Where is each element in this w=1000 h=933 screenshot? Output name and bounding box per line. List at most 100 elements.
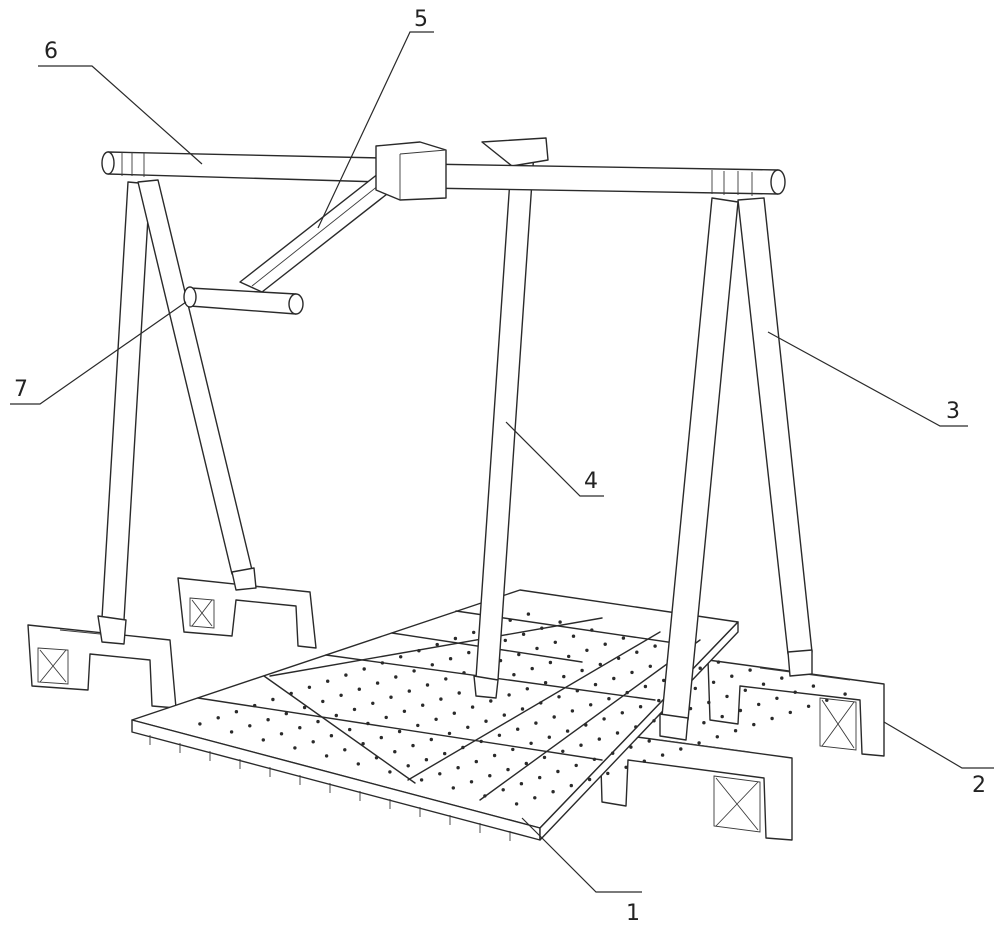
mat-hole	[569, 783, 573, 788]
mat-hole	[634, 725, 638, 729]
mat-hole	[780, 676, 784, 680]
leg-right-front	[659, 197, 739, 741]
mat-hole	[662, 678, 666, 683]
base-foot-front-right	[599, 731, 793, 841]
mat-hole	[411, 743, 415, 748]
mat-hole	[469, 780, 474, 784]
mat-hole	[229, 730, 234, 734]
mat-hole	[424, 758, 429, 762]
mat-hole	[748, 668, 752, 672]
mat-hole	[366, 721, 370, 726]
mat-hole	[479, 739, 483, 744]
mat-hole	[653, 644, 657, 648]
mat-hole	[565, 729, 570, 733]
mat-hole	[806, 704, 811, 708]
mat-hole	[607, 697, 611, 701]
mat-hole	[587, 777, 592, 782]
mat-hole	[362, 667, 366, 671]
reference-labels: 6 5 7 3 4 2 1	[14, 7, 986, 926]
mat-hole	[271, 697, 275, 702]
mat-hole	[443, 751, 447, 756]
mat-hole	[551, 790, 555, 794]
mat-hole	[575, 689, 579, 693]
mat-hole	[474, 759, 478, 764]
mat-hole	[529, 741, 533, 745]
mat-holes	[198, 612, 847, 806]
mat-hole	[579, 743, 583, 747]
mat-hole	[733, 729, 738, 733]
mat-hole	[374, 756, 379, 760]
mat-hole	[397, 729, 402, 734]
mat-hole	[638, 705, 643, 709]
mat-hole	[311, 740, 315, 744]
mat-hole	[517, 652, 521, 657]
mat-hole	[375, 681, 380, 685]
mat-hole	[657, 698, 661, 703]
mat-hole	[516, 727, 520, 731]
mat-hole	[539, 701, 543, 705]
label-2: 2	[972, 773, 986, 798]
mat-hole	[590, 628, 594, 632]
mat-hole	[344, 673, 348, 677]
mat-hole	[574, 763, 578, 768]
mat-hole	[580, 668, 584, 673]
mat-hole	[520, 707, 525, 711]
mat-hole	[519, 782, 524, 786]
mat-hole	[584, 723, 588, 727]
mat-hole	[697, 741, 701, 745]
mat-hole	[621, 636, 626, 640]
mat-hole	[472, 630, 476, 635]
label-4: 4	[584, 469, 598, 494]
mat-hole	[535, 646, 539, 651]
mat-hole	[343, 748, 347, 752]
mat-hole	[492, 753, 497, 758]
mat-hole	[406, 764, 410, 768]
mat-hole	[438, 772, 442, 776]
label-3: 3	[946, 399, 960, 424]
mat-hole	[457, 691, 461, 695]
mat-hole	[825, 698, 829, 702]
label-5: 5	[414, 7, 428, 32]
mat-hole	[470, 705, 475, 709]
mat-hole	[524, 761, 528, 766]
mat-hole	[393, 750, 397, 754]
mat-hole	[843, 692, 847, 696]
label-1: 1	[626, 901, 640, 926]
mat-hole	[542, 755, 547, 760]
mat-hole	[526, 612, 531, 616]
mat-hole	[467, 650, 471, 655]
mat-hole	[793, 690, 797, 694]
mat-hole	[289, 691, 293, 696]
label-6: 6	[44, 39, 58, 64]
mat-hole	[738, 708, 743, 713]
mat-hole	[371, 701, 375, 705]
mat-hole	[394, 675, 398, 679]
mat-hole	[547, 735, 551, 739]
mat-hole	[652, 719, 656, 723]
mat-hole	[501, 788, 505, 792]
mat-hole	[447, 731, 452, 736]
mat-hole	[298, 726, 302, 730]
mat-hole	[430, 663, 434, 667]
mat-hole	[635, 650, 639, 654]
mat-hole	[567, 654, 571, 659]
mat-hole	[553, 640, 557, 644]
mat-hole	[388, 770, 392, 774]
mat-hole	[352, 707, 357, 712]
mat-hole	[412, 669, 416, 673]
mat-hole	[503, 638, 507, 643]
mat-hole	[525, 687, 529, 691]
mat-hole	[643, 684, 648, 689]
mat-hole	[484, 719, 488, 723]
mat-hole	[512, 673, 516, 677]
center-block	[375, 141, 447, 201]
mat-hole	[743, 688, 747, 692]
mat-hole	[380, 661, 385, 665]
mat-hole	[752, 722, 756, 727]
mat-hole	[648, 664, 652, 668]
mat-hole	[216, 716, 220, 720]
mat-hole	[615, 731, 620, 735]
mat-hole	[707, 700, 711, 705]
mat-hole	[452, 711, 456, 715]
